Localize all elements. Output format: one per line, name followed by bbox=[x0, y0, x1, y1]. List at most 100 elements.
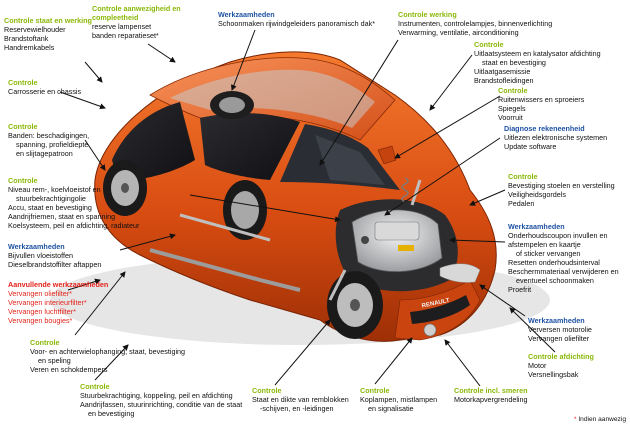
footnote-star: * bbox=[573, 416, 577, 423]
line: Veren en schokdempers bbox=[30, 365, 108, 374]
front-grille bbox=[410, 295, 470, 324]
arrow-17 bbox=[509, 307, 556, 353]
line: Niveau rem-, koelvloeistof en bbox=[8, 185, 101, 194]
line: eventueel schoonmaken bbox=[516, 276, 594, 285]
line: Motorkapvergrendeling bbox=[454, 395, 528, 404]
heading: Werkzaamheden bbox=[218, 10, 275, 19]
line: Dieselbrandstoffilter aftappen bbox=[8, 260, 102, 269]
line: en signalisatie bbox=[368, 404, 414, 413]
line: Koplampen, mistlampen bbox=[360, 395, 438, 404]
line: Beschermmateriaal verwijderen en bbox=[508, 267, 619, 276]
heading: Controle bbox=[80, 382, 110, 391]
line: Pedalen bbox=[508, 199, 535, 208]
arrow-16 bbox=[74, 271, 126, 336]
label-werkzaamheden-vloeistoffen: Werkzaamheden Bijvullen vloeistoffen Die… bbox=[8, 242, 101, 269]
line: Versnellingsbak bbox=[528, 370, 579, 379]
line: Spiegels bbox=[498, 104, 526, 113]
arrow-3 bbox=[230, 29, 256, 91]
heading: Werkzaamheden bbox=[508, 222, 565, 231]
arrow-19 bbox=[274, 319, 331, 386]
arrow-7 bbox=[394, 95, 501, 159]
line: Uitlaatgasemissie bbox=[474, 67, 531, 76]
line: Verwarming, ventilatie, airconditioning bbox=[398, 28, 519, 37]
line: Accu, staat en bevestiging bbox=[8, 203, 92, 212]
heading: Controle bbox=[8, 122, 38, 131]
arrow-11 bbox=[469, 189, 506, 206]
front-right-wheel bbox=[327, 271, 383, 339]
label-controle-koplampen: Controle Koplampen, mistlampen en signal… bbox=[360, 386, 437, 413]
side-window-front bbox=[200, 113, 300, 180]
heading: Werkzaamheden bbox=[8, 242, 65, 251]
line: -schijven, en -leidingen bbox=[260, 404, 334, 413]
label-controle-aanwezigheid: Controle aanwezigheid en compleetheid re… bbox=[92, 4, 192, 40]
label-aanvullende-werkzaamheden: Aanvullende werkzaamheden Vervangen olie… bbox=[8, 280, 108, 325]
line: Proefrit bbox=[508, 285, 532, 294]
label-werkzaamheden-onderhoud: Werkzaamheden Onderhoudscoupon invullen … bbox=[508, 222, 619, 294]
heading: Controle aanwezigheid en compleetheid bbox=[92, 4, 181, 22]
line: Vervangen oliefilter bbox=[528, 334, 590, 343]
label-werkzaamheden-motorolie: Werkzaamheden Verversen motorolie Vervan… bbox=[528, 316, 592, 343]
arrow-14 bbox=[67, 278, 101, 291]
line: afstempelen en kaartje bbox=[508, 240, 581, 249]
engine bbox=[351, 209, 443, 273]
line: Stuurbekrachtiging, koppeling, peil en a… bbox=[80, 391, 233, 400]
heading: Aanvullende werkzaamheden bbox=[8, 280, 109, 289]
footnote: * Indien aanwezig bbox=[574, 416, 626, 423]
line: Veiligheidsgordels bbox=[508, 190, 566, 199]
heading: Controle staat en werking bbox=[4, 16, 92, 25]
line: Bijvullen vloeistoffen bbox=[8, 251, 73, 260]
spare-wheel bbox=[210, 91, 254, 119]
arrow-6 bbox=[59, 91, 106, 110]
line: Instrumenten, controlelampjes, binnenver… bbox=[398, 19, 553, 28]
arrow-12 bbox=[119, 233, 176, 251]
line: Resetten onderhoudsinterval bbox=[508, 258, 600, 267]
heading: Controle bbox=[498, 86, 528, 95]
label-controle-smeren: Controle incl. smeren Motorkapvergrendel… bbox=[454, 386, 528, 404]
label-controle-stuurbekrachtiging: Controle Stuurbekrachtiging, koppeling, … bbox=[80, 382, 242, 418]
line: staat en bevestiging bbox=[482, 58, 546, 67]
line: Motor bbox=[528, 361, 547, 370]
line: en speling bbox=[38, 356, 71, 365]
line: Vervangen interieurfilter* bbox=[8, 298, 87, 307]
line: Update software bbox=[504, 142, 557, 151]
exhaust-pipe bbox=[149, 248, 301, 292]
line: Uitlezen elektronische systemen bbox=[504, 133, 608, 142]
headlight bbox=[439, 263, 481, 283]
heading: Controle afdichting bbox=[528, 352, 594, 361]
line: Voorruit bbox=[498, 113, 523, 122]
rear-wheel bbox=[103, 160, 147, 216]
line: en slijtagepatroon bbox=[16, 149, 73, 158]
label-controle-ruitenwissers: Controle Ruitenwissers en sproeiers Spie… bbox=[498, 86, 584, 122]
arrow-21 bbox=[444, 339, 481, 387]
line: Reservewielhouder bbox=[4, 25, 66, 34]
line: Brandstoftank bbox=[4, 34, 49, 43]
label-werkzaamheden-dak: Werkzaamheden Schoonmaken rijwindgeleide… bbox=[218, 10, 375, 28]
line: Schoonmaken rijwindgeleiders panoramisch… bbox=[218, 19, 376, 28]
label-diagnose: Diagnose rekeneenheid Uitlezen elektroni… bbox=[504, 124, 607, 151]
heading: Controle bbox=[30, 338, 60, 347]
heading: Controle werking bbox=[398, 10, 457, 19]
oil-cap bbox=[361, 236, 369, 244]
line: spanning, profieldiepte bbox=[16, 140, 89, 149]
heading: Controle bbox=[360, 386, 390, 395]
arrow-4 bbox=[319, 39, 399, 166]
line: Vervangen oliefilter* bbox=[8, 289, 72, 298]
line: Staat en dikte van remblokken bbox=[252, 395, 349, 404]
line: Banden: beschadigingen, bbox=[8, 131, 90, 140]
arrow-20 bbox=[374, 337, 413, 385]
arrow-18 bbox=[94, 344, 129, 381]
line: Ruitenwissers en sproeiers bbox=[498, 95, 585, 104]
line: Koelsysteem, peil en afdichting, radiate… bbox=[8, 221, 140, 230]
line: Onderhoudscoupon invullen en bbox=[508, 231, 608, 240]
heading: Werkzaamheden bbox=[528, 316, 585, 325]
arrow-15 bbox=[479, 284, 526, 317]
heading: Controle bbox=[508, 172, 538, 181]
heading: Controle bbox=[8, 176, 38, 185]
line: Carrosserie en chassis bbox=[8, 87, 82, 96]
heading: Controle bbox=[474, 40, 504, 49]
line: Vervangen bougies* bbox=[8, 316, 73, 325]
line: Brandstofleidingen bbox=[474, 76, 534, 85]
line: Handremkabels bbox=[4, 43, 55, 52]
